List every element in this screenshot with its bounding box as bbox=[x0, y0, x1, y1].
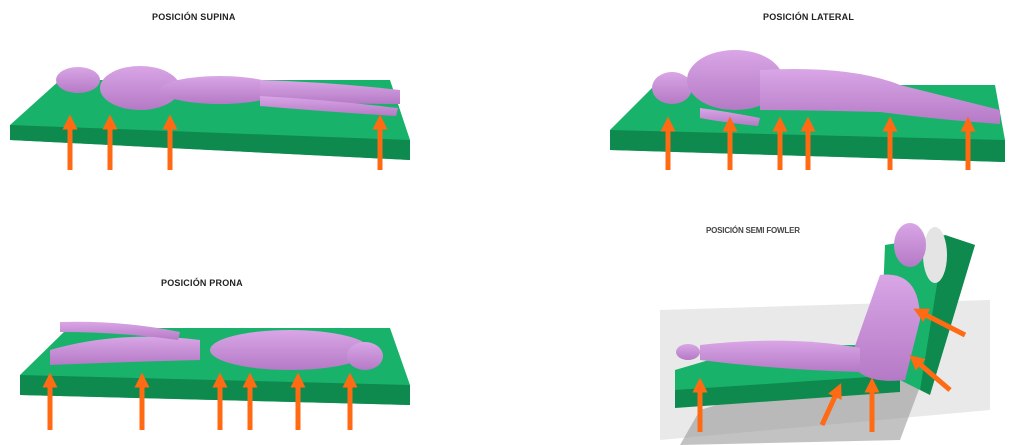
fowler-panel bbox=[660, 223, 990, 445]
prone-panel bbox=[20, 322, 410, 430]
lateral-panel bbox=[610, 50, 1005, 170]
fowler-pillow bbox=[923, 227, 947, 283]
supine-panel bbox=[10, 66, 410, 170]
